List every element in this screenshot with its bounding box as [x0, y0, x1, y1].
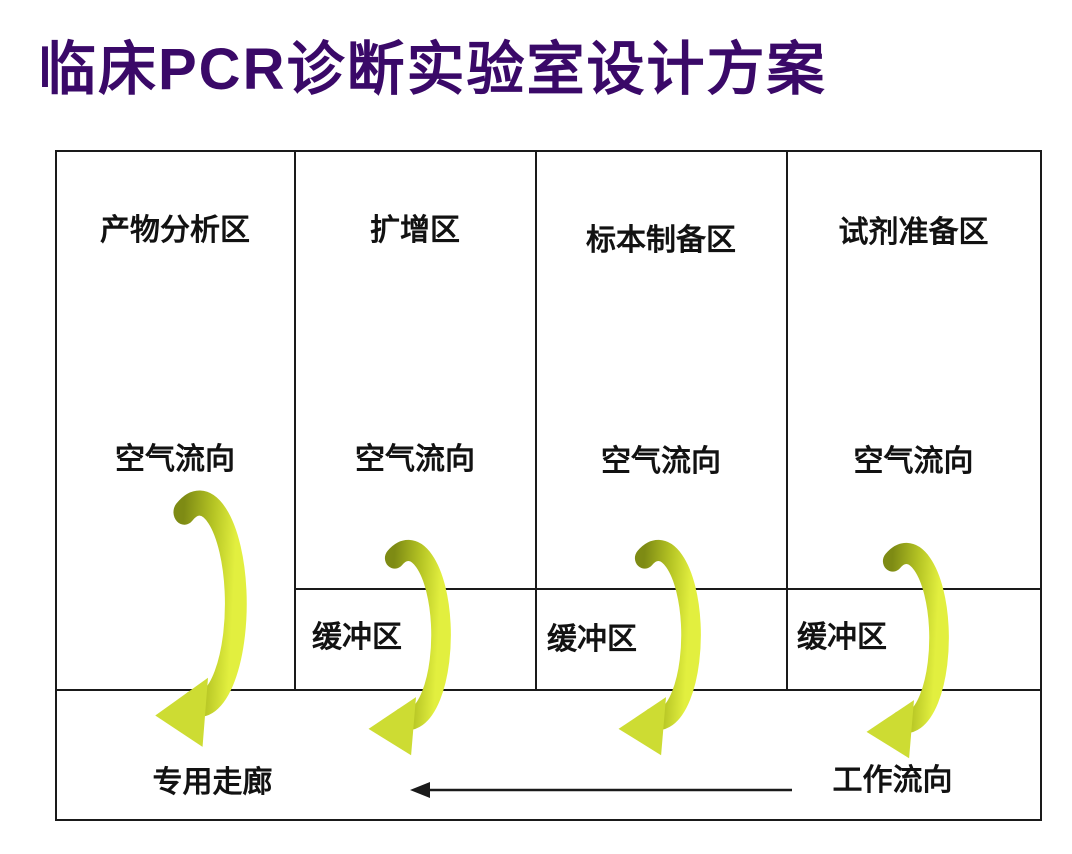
outer-left-border: [55, 150, 57, 821]
divider-col2-col3: [535, 150, 537, 691]
corridor-top-line: [55, 689, 1042, 691]
airflow-cycle-arrow-icon-1: [155, 490, 247, 747]
divider-col1-col2: [294, 150, 296, 691]
room-label-product-analysis: 产物分析区: [100, 214, 250, 247]
airflow-cycle-arrow-icon-4: [866, 542, 949, 759]
buffer-label-specimen: 缓冲区: [547, 623, 637, 656]
airflow-label-4: 空气流向: [853, 445, 974, 478]
room-label-specimen-prep: 标本制备区: [586, 224, 736, 257]
buffer-zone-top-line: [295, 588, 1042, 590]
corridor-label: 专用走廊: [152, 766, 273, 799]
airflow-cycle-arrow-icon-3: [618, 539, 701, 756]
divider-col3-col4: [786, 150, 788, 691]
outer-right-border: [1040, 150, 1042, 821]
airflow-label-3: 空气流向: [601, 445, 721, 478]
airflow-label-2: 空气流向: [355, 443, 475, 476]
workflow-label: 工作流向: [832, 764, 953, 797]
outer-bottom-border: [55, 819, 1042, 821]
room-label-reagent-prep: 试剂准备区: [838, 216, 989, 249]
room-label-amplification: 扩增区: [370, 214, 460, 247]
buffer-label-reagent: 缓冲区: [797, 621, 887, 654]
page-title: 临床PCR诊断实验室设计方案: [38, 37, 827, 102]
airflow-label-1: 空气流向: [115, 443, 235, 476]
workflow-direction-arrow-icon: [410, 782, 792, 798]
buffer-label-amplification: 缓冲区: [312, 621, 402, 654]
airflow-cycle-arrow-icon-2: [368, 539, 451, 756]
outer-top-border: [55, 150, 1042, 152]
